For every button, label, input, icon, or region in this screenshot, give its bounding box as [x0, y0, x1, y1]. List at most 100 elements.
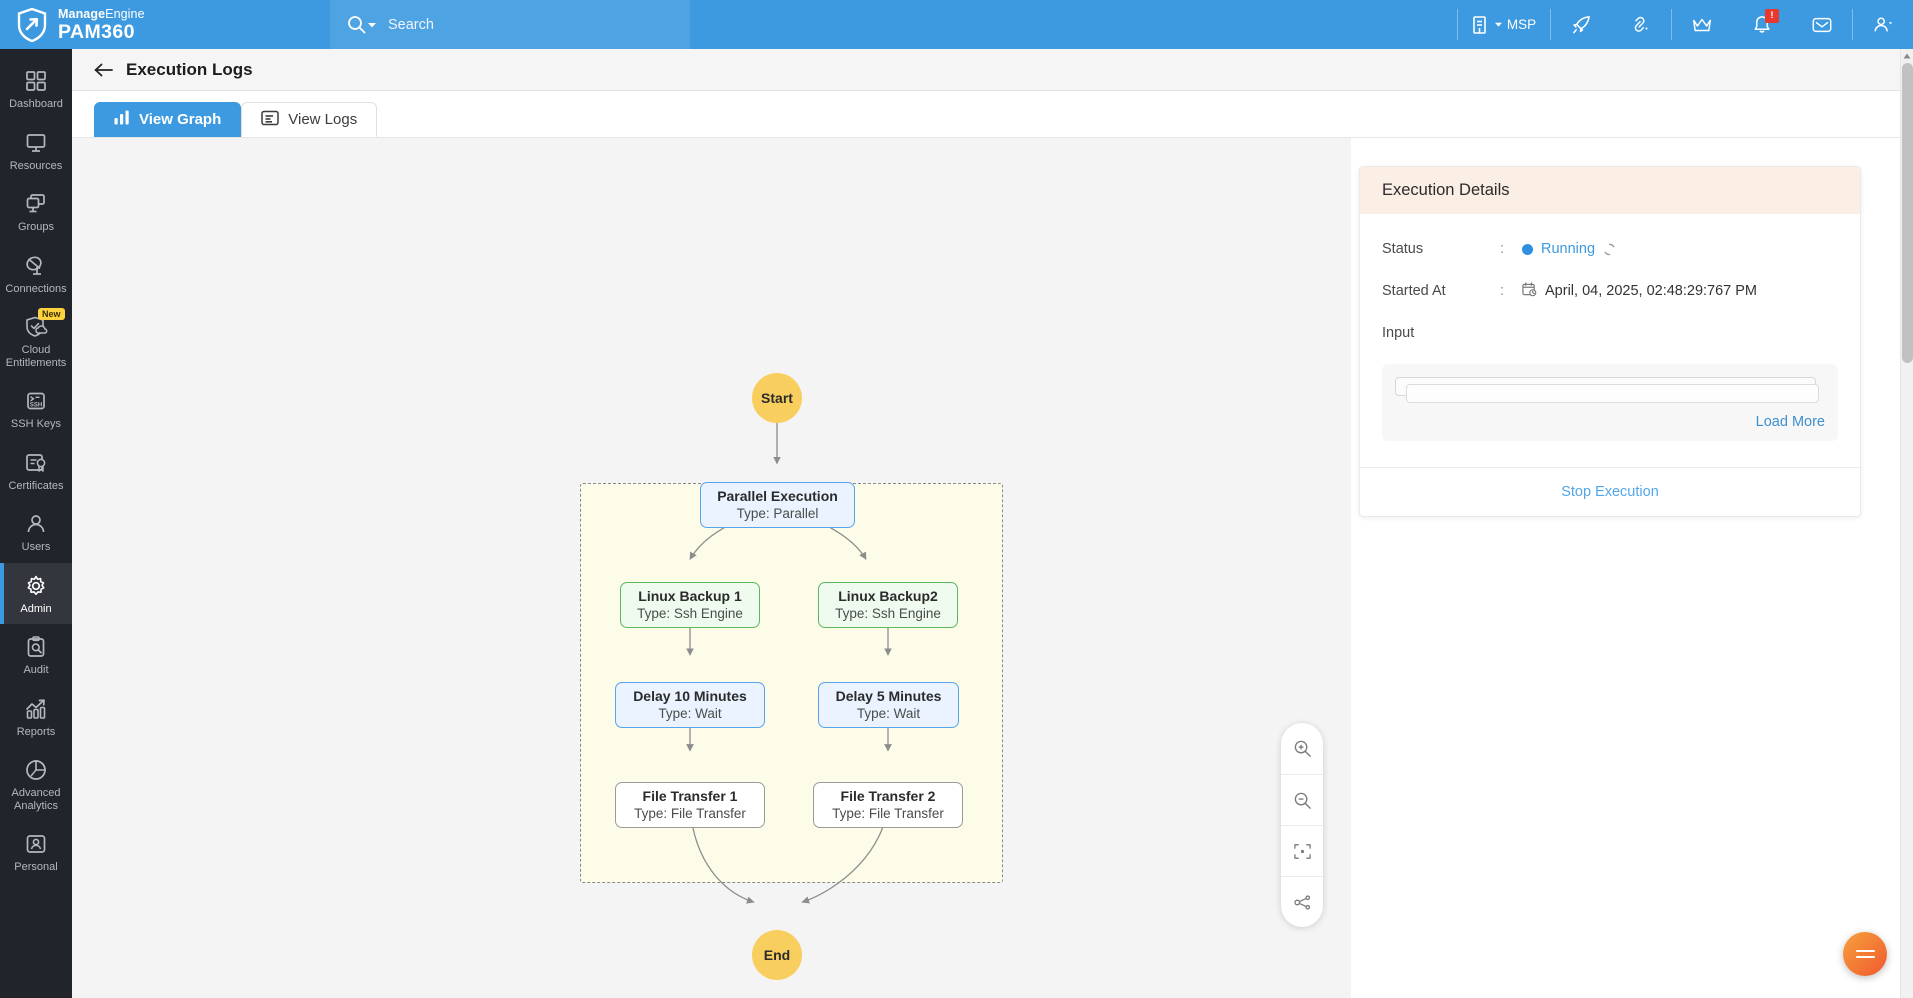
node-title: Parallel Execution	[717, 488, 838, 504]
divider	[1852, 9, 1853, 40]
user-account-icon[interactable]	[1853, 0, 1913, 49]
notification-badge: !	[1765, 9, 1779, 23]
link-attachment-icon[interactable]	[1611, 0, 1671, 49]
sidebar-item-advanced-analytics[interactable]: Advanced Analytics	[0, 747, 72, 821]
sidebar-item-label: Advanced Analytics	[11, 787, 61, 812]
msp-label: MSP	[1506, 17, 1537, 32]
stop-execution-button[interactable]: Stop Execution	[1561, 484, 1659, 500]
graph-node-file-transfer-1[interactable]: File Transfer 1 Type: File Transfer	[615, 782, 765, 828]
execution-details-pane: Execution Details Status : Running	[1351, 137, 1913, 998]
node-type: Type: Parallel	[736, 506, 819, 521]
search-input[interactable]	[388, 16, 668, 33]
graph-node-linux-backup-2[interactable]: Linux Backup2 Type: Ssh Engine	[818, 582, 958, 628]
node-title: Linux Backup2	[838, 588, 938, 604]
crown-icon[interactable]	[1672, 0, 1732, 49]
sidebar-item-label: Resources	[9, 159, 63, 172]
sidebar-item-dashboard[interactable]: Dashboard	[0, 58, 72, 120]
scrollbar-thumb[interactable]	[1902, 63, 1913, 363]
graph-node-start[interactable]: Start	[752, 373, 802, 423]
node-title: File Transfer 2	[840, 788, 936, 804]
graph-node-file-transfer-2[interactable]: File Transfer 2 Type: File Transfer	[813, 782, 963, 828]
ssh-terminal-icon: SSH	[24, 389, 48, 413]
input-skeleton	[1395, 377, 1825, 403]
svg-text:SSH: SSH	[30, 402, 42, 408]
page-scrollbar[interactable]	[1900, 49, 1913, 998]
sidebar-item-audit[interactable]: Audit	[0, 624, 72, 686]
scroll-up-arrow-icon[interactable]	[1901, 49, 1913, 62]
sidebar-item-users[interactable]: Users	[0, 501, 72, 563]
detail-label: Started At	[1382, 283, 1446, 299]
monitors-stack-icon	[24, 192, 48, 216]
sidebar-item-groups[interactable]: Groups	[0, 181, 72, 243]
sidebar-item-reports[interactable]: Reports	[0, 686, 72, 748]
floating-action-button[interactable]	[1843, 932, 1887, 976]
sidebar-item-label: Dashboard	[9, 98, 63, 110]
workflow-graph-canvas[interactable]: Start Parallel Execution Type: Parallel …	[72, 137, 1351, 998]
graph-node-delay-5-minutes[interactable]: Delay 5 Minutes Type: Wait	[818, 682, 959, 728]
topbar-spacer	[690, 0, 1457, 49]
fit-to-screen-icon[interactable]	[1281, 825, 1323, 876]
sidebar-item-admin[interactable]: Admin	[0, 562, 72, 624]
started-at-timestamp: April, 04, 2025, 02:48:29:767 PM	[1545, 283, 1758, 299]
zoom-out-icon[interactable]	[1281, 774, 1323, 825]
sidebar-item-label: SSH Keys	[10, 418, 62, 430]
page-header: Execution Logs	[72, 49, 1913, 91]
sidebar-item-label: Groups	[17, 221, 55, 233]
left-sidebar: Dashboard Resources	[0, 49, 72, 998]
tab-view-logs[interactable]: View Logs	[241, 102, 378, 137]
calendar-clock-icon	[1522, 281, 1537, 301]
node-type: Type: Wait	[856, 706, 921, 721]
detail-row-started-at: Started At :	[1382, 270, 1838, 312]
sidebar-item-ssh-keys[interactable]: SSH SSH Keys	[0, 378, 72, 440]
monitor-icon	[24, 131, 48, 155]
graph-node-delay-10-minutes[interactable]: Delay 10 Minutes Type: Wait	[615, 682, 765, 728]
msp-switcher-button[interactable]: MSP	[1458, 0, 1550, 49]
sidebar-item-cloud-entitlements[interactable]: New Cloud Entitlements	[0, 304, 72, 378]
mail-icon[interactable]	[1792, 0, 1852, 49]
gear-icon	[24, 574, 48, 598]
load-more-link[interactable]: Load More	[1755, 414, 1825, 430]
brand-logo-block[interactable]: ManageEngine PAM360	[0, 0, 330, 49]
detail-label: Status	[1382, 241, 1424, 257]
zoom-in-icon[interactable]	[1281, 723, 1323, 774]
chevron-down-icon	[1494, 22, 1502, 27]
graph-zoom-controls	[1281, 723, 1323, 927]
graph-node-linux-backup-1[interactable]: Linux Backup 1 Type: Ssh Engine	[620, 582, 760, 628]
certificate-icon	[24, 451, 48, 475]
sidebar-item-resources[interactable]: Resources	[0, 120, 72, 182]
search-icon[interactable]	[347, 15, 376, 34]
sidebar-item-label: Personal	[14, 861, 58, 873]
hamburger-menu-icon	[1855, 949, 1875, 959]
loading-spinner-icon	[1603, 243, 1616, 256]
sidebar-item-label: Audit	[23, 664, 49, 676]
node-title: Delay 10 Minutes	[633, 688, 747, 704]
tab-view-graph[interactable]: View Graph	[94, 102, 242, 137]
sidebar-item-certificates[interactable]: Certificates	[0, 440, 72, 502]
shield-arrow-logo-icon	[17, 7, 47, 42]
satellite-dish-icon	[24, 254, 48, 278]
sidebar-item-personal[interactable]: Personal	[0, 821, 72, 883]
analytics-icon	[24, 758, 48, 782]
graph-layout-icon[interactable]	[1281, 876, 1323, 927]
node-title: Delay 5 Minutes	[835, 688, 942, 704]
graph-stage: Start Parallel Execution Type: Parallel …	[72, 138, 1351, 998]
tab-label: View Logs	[288, 111, 358, 128]
divider	[1457, 9, 1458, 40]
graph-node-end[interactable]: End	[752, 930, 802, 980]
notification-bell-icon[interactable]: !	[1732, 0, 1792, 49]
tab-bar: View Graph View Logs	[72, 91, 1913, 137]
content-row: Start Parallel Execution Type: Parallel …	[72, 137, 1913, 998]
grid-dashboard-icon	[24, 69, 48, 93]
node-title: Linux Backup 1	[638, 588, 742, 604]
sidebar-item-label: Cloud Entitlements	[5, 344, 67, 369]
bar-chart-trend-icon	[24, 697, 48, 721]
graph-node-parallel-execution[interactable]: Parallel Execution Type: Parallel	[700, 482, 855, 528]
sidebar-item-connections[interactable]: Connections	[0, 243, 72, 305]
node-type: Type: Ssh Engine	[835, 606, 941, 621]
node-title: Start	[761, 390, 793, 406]
global-search[interactable]	[330, 0, 690, 49]
arrow-left-icon[interactable]	[94, 62, 114, 78]
rocket-icon[interactable]	[1551, 0, 1611, 49]
user-icon	[24, 512, 48, 536]
